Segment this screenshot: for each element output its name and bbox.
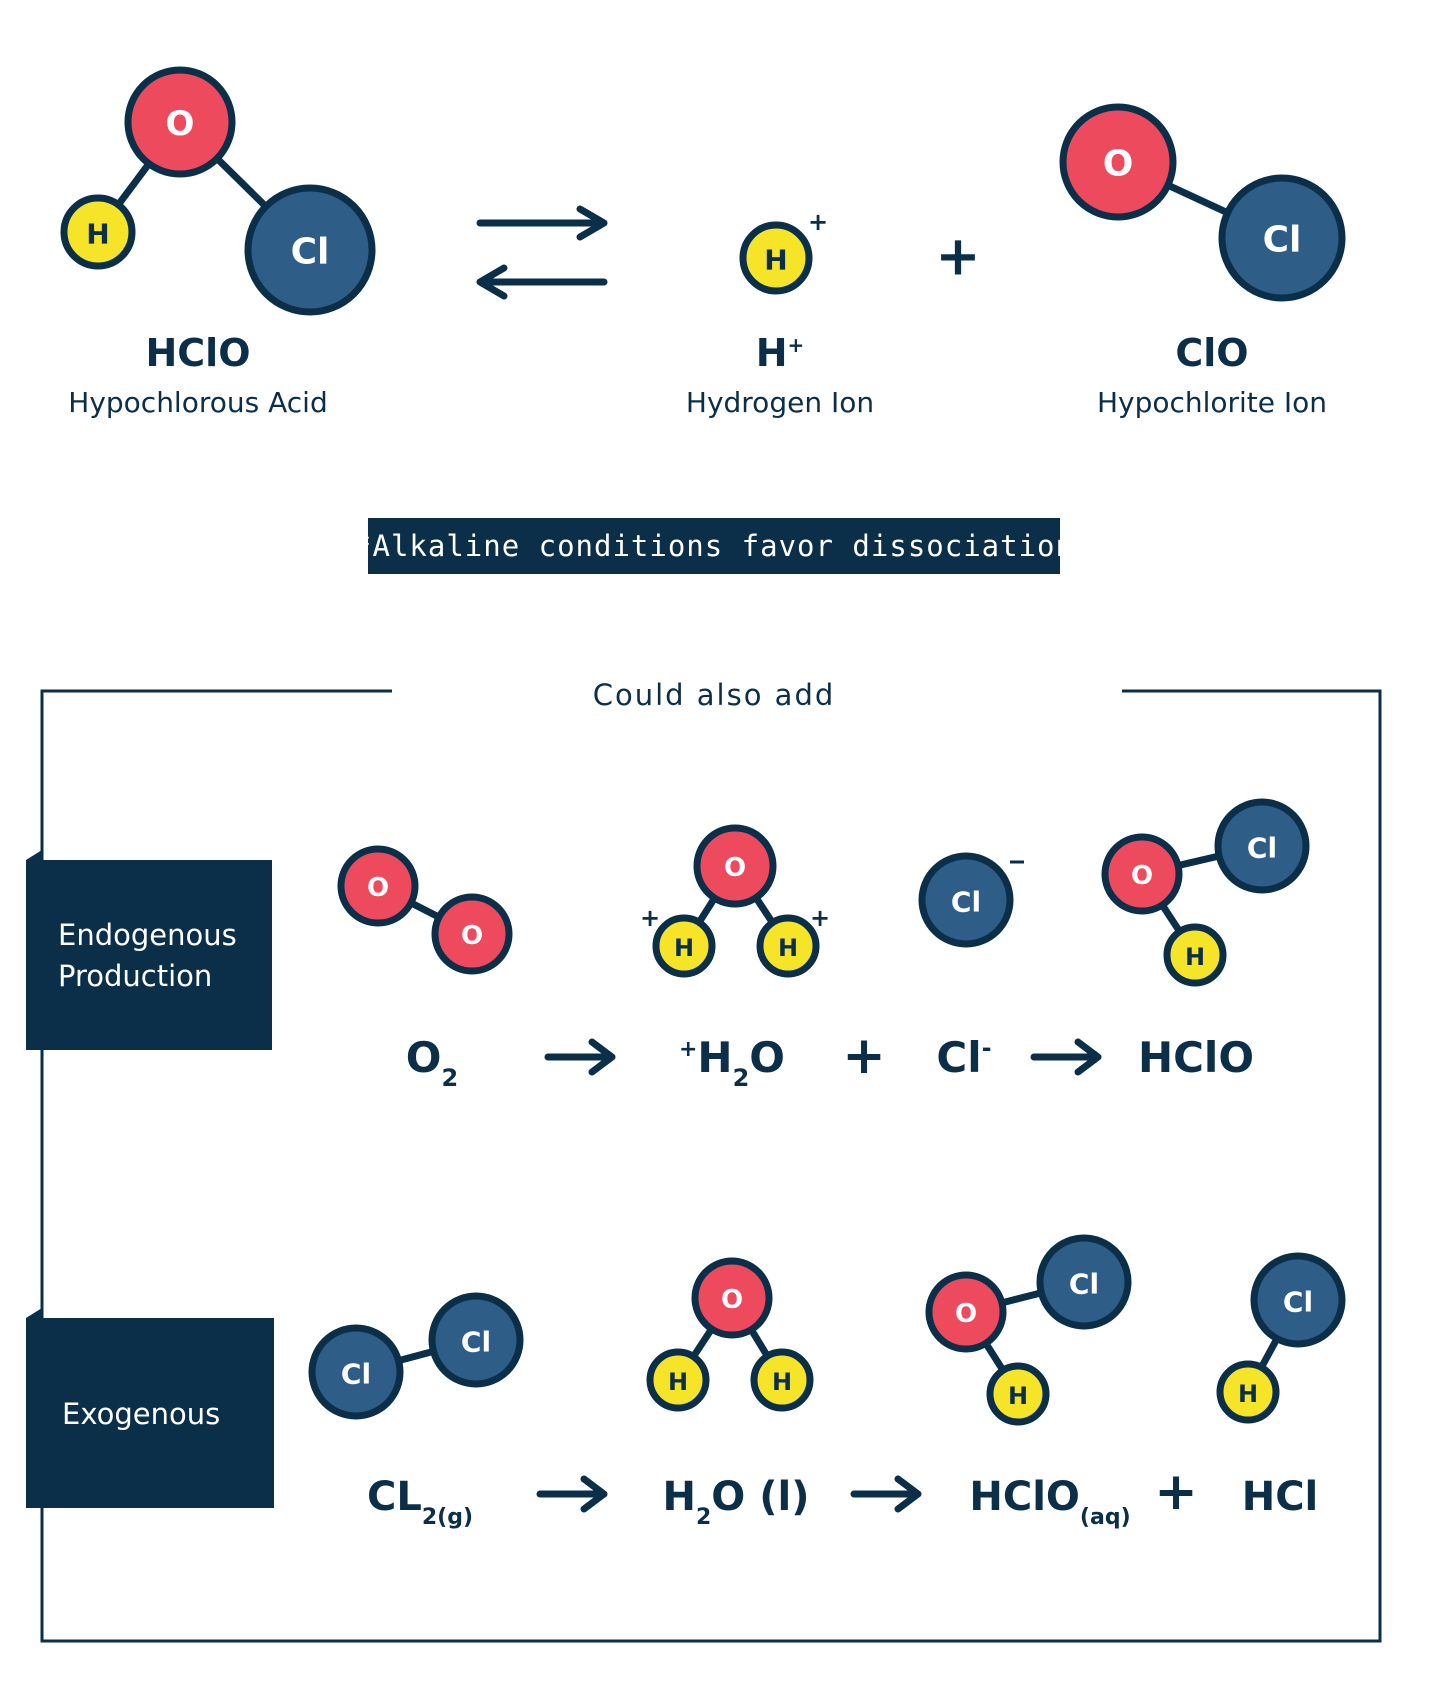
oxygen-atom <box>693 824 777 908</box>
oxygen-symbol: O <box>724 853 746 883</box>
oxygen-atom <box>1101 833 1183 915</box>
hydrogen-ion-name: Hydrogen Ion <box>686 386 874 419</box>
oxygen-symbol: O <box>721 1285 743 1315</box>
reaction-arrow <box>850 1475 922 1513</box>
oxygen-symbol: O <box>461 921 483 951</box>
hydrogen-symbol: H <box>1238 1380 1258 1408</box>
h2o-cation-formula: +H2O <box>679 1033 785 1092</box>
hydrogen-ion-symbol: H <box>764 244 787 277</box>
oxygen-atom <box>925 1271 1007 1353</box>
oxygen-symbol: O <box>1131 861 1153 891</box>
hydrogen-symbol: H <box>1008 1382 1028 1410</box>
hydrogen-ion-formula: H+ <box>756 331 805 375</box>
hydrogen-atom <box>1216 1360 1280 1424</box>
cl2-molecule: Cl Cl <box>308 1292 524 1420</box>
equilibrium-arrows <box>476 205 608 300</box>
oxygen-atom <box>1059 103 1177 221</box>
chlorine-atom <box>1036 1234 1132 1330</box>
forward-arrow <box>476 205 608 241</box>
exogenous-label: Exogenous <box>26 1308 274 1508</box>
oxygen-symbol: O <box>166 104 195 144</box>
hclo-molecule: O H Cl <box>60 66 376 316</box>
chlorine-symbol: Cl <box>1247 832 1277 865</box>
chloride-formula: Cl- <box>936 1033 991 1082</box>
hydrogen-symbol: H <box>772 1368 792 1396</box>
chloride-ion: Cl <box>918 852 1024 948</box>
positive-charge: + <box>808 208 828 236</box>
panel-frame <box>40 689 1382 1643</box>
hclo-aq-formula: HClO(aq) <box>969 1474 1130 1530</box>
note-text: *Alkaline conditions favor dissociation <box>354 529 1074 563</box>
positive-charge: + <box>640 904 660 932</box>
plus-sign: + <box>842 1026 886 1086</box>
h2o-cation-molecule: O H H + + <box>640 824 830 978</box>
oxygen-atom <box>124 66 236 178</box>
oxygen-atom <box>431 893 513 975</box>
oxygen-atom <box>337 845 419 927</box>
chlorine-symbol: Cl <box>341 1358 371 1391</box>
panel-title: Could also add <box>593 678 836 712</box>
chlorine-symbol: Cl <box>1263 220 1302 261</box>
reverse-arrow <box>476 264 608 300</box>
h2o-liquid-formula: H2O (l) <box>663 1474 810 1530</box>
oxygen-symbol: O <box>1103 144 1134 185</box>
oxygen-atom <box>691 1257 773 1339</box>
positive-charge: + <box>810 904 830 932</box>
oxygen-symbol: O <box>367 873 389 903</box>
hcl-formula: HCl <box>1242 1474 1319 1520</box>
hydrogen-atom <box>646 1348 710 1412</box>
endogenous-label: Endogenous Production <box>26 850 272 1050</box>
hclo-formula: HClO <box>145 331 250 375</box>
chlorine-symbol: Cl <box>951 886 981 919</box>
hydrogen-ion: H + <box>739 208 828 295</box>
hclo-aq-molecule: O Cl H <box>925 1234 1132 1426</box>
hydrogen-atom <box>756 914 820 978</box>
chlorine-atom <box>1214 798 1310 894</box>
oxygen-symbol: O <box>955 1299 977 1329</box>
chlorine-atom <box>428 1292 524 1388</box>
hypochlorite-ion: O Cl <box>1059 103 1346 302</box>
hydrogen-symbol: H <box>86 218 109 251</box>
hcl-molecule: Cl H <box>1216 1252 1346 1424</box>
chlorine-symbol: Cl <box>291 232 330 273</box>
hydrogen-atom <box>986 1362 1050 1426</box>
cl2-formula: CL2(g) <box>367 1474 473 1530</box>
endogenous-label-line1: Endogenous <box>58 918 237 952</box>
hydrogen-atom <box>652 914 716 978</box>
note-banner: *Alkaline conditions favor dissociation <box>354 518 1074 574</box>
hydrogen-ion-atom <box>739 221 813 295</box>
hclo-product-molecule: O Cl H <box>1101 798 1310 987</box>
hydrogen-atom <box>60 194 136 270</box>
hydrogen-symbol: H <box>674 934 694 962</box>
chlorine-atom <box>244 184 376 316</box>
chlorine-symbol: Cl <box>1069 1268 1099 1301</box>
reaction-arrow <box>544 1038 616 1076</box>
chlorine-atom <box>1218 174 1346 302</box>
exogenous-label-line1: Exogenous <box>62 1397 220 1431</box>
chlorine-symbol: Cl <box>461 1326 491 1359</box>
reaction-arrow <box>536 1475 608 1513</box>
o2-formula: O2 <box>406 1033 458 1092</box>
hydrogen-atom <box>750 1348 814 1412</box>
hydrogen-atom <box>1163 923 1227 987</box>
plus-sign: + <box>1154 1462 1198 1522</box>
hydrogen-symbol: H <box>668 1368 688 1396</box>
o2-molecule: O O <box>337 845 513 975</box>
h2o-molecule: O H H <box>646 1257 814 1412</box>
endogenous-label-line2: Production <box>58 959 212 993</box>
hclo-name: Hypochlorous Acid <box>68 386 327 419</box>
reaction-arrow <box>1030 1038 1102 1076</box>
hydrogen-symbol: H <box>1185 943 1205 971</box>
clo-formula: ClO <box>1175 331 1248 375</box>
chlorine-symbol: Cl <box>1283 1286 1313 1319</box>
clo-name: Hypochlorite Ion <box>1097 386 1327 419</box>
hydrogen-symbol: H <box>778 934 798 962</box>
chlorine-atom <box>1250 1252 1346 1348</box>
plus-sign: + <box>935 225 980 288</box>
hclo-product-formula: HClO <box>1138 1033 1254 1082</box>
chlorine-atom <box>308 1324 404 1420</box>
chlorine-atom <box>918 852 1014 948</box>
